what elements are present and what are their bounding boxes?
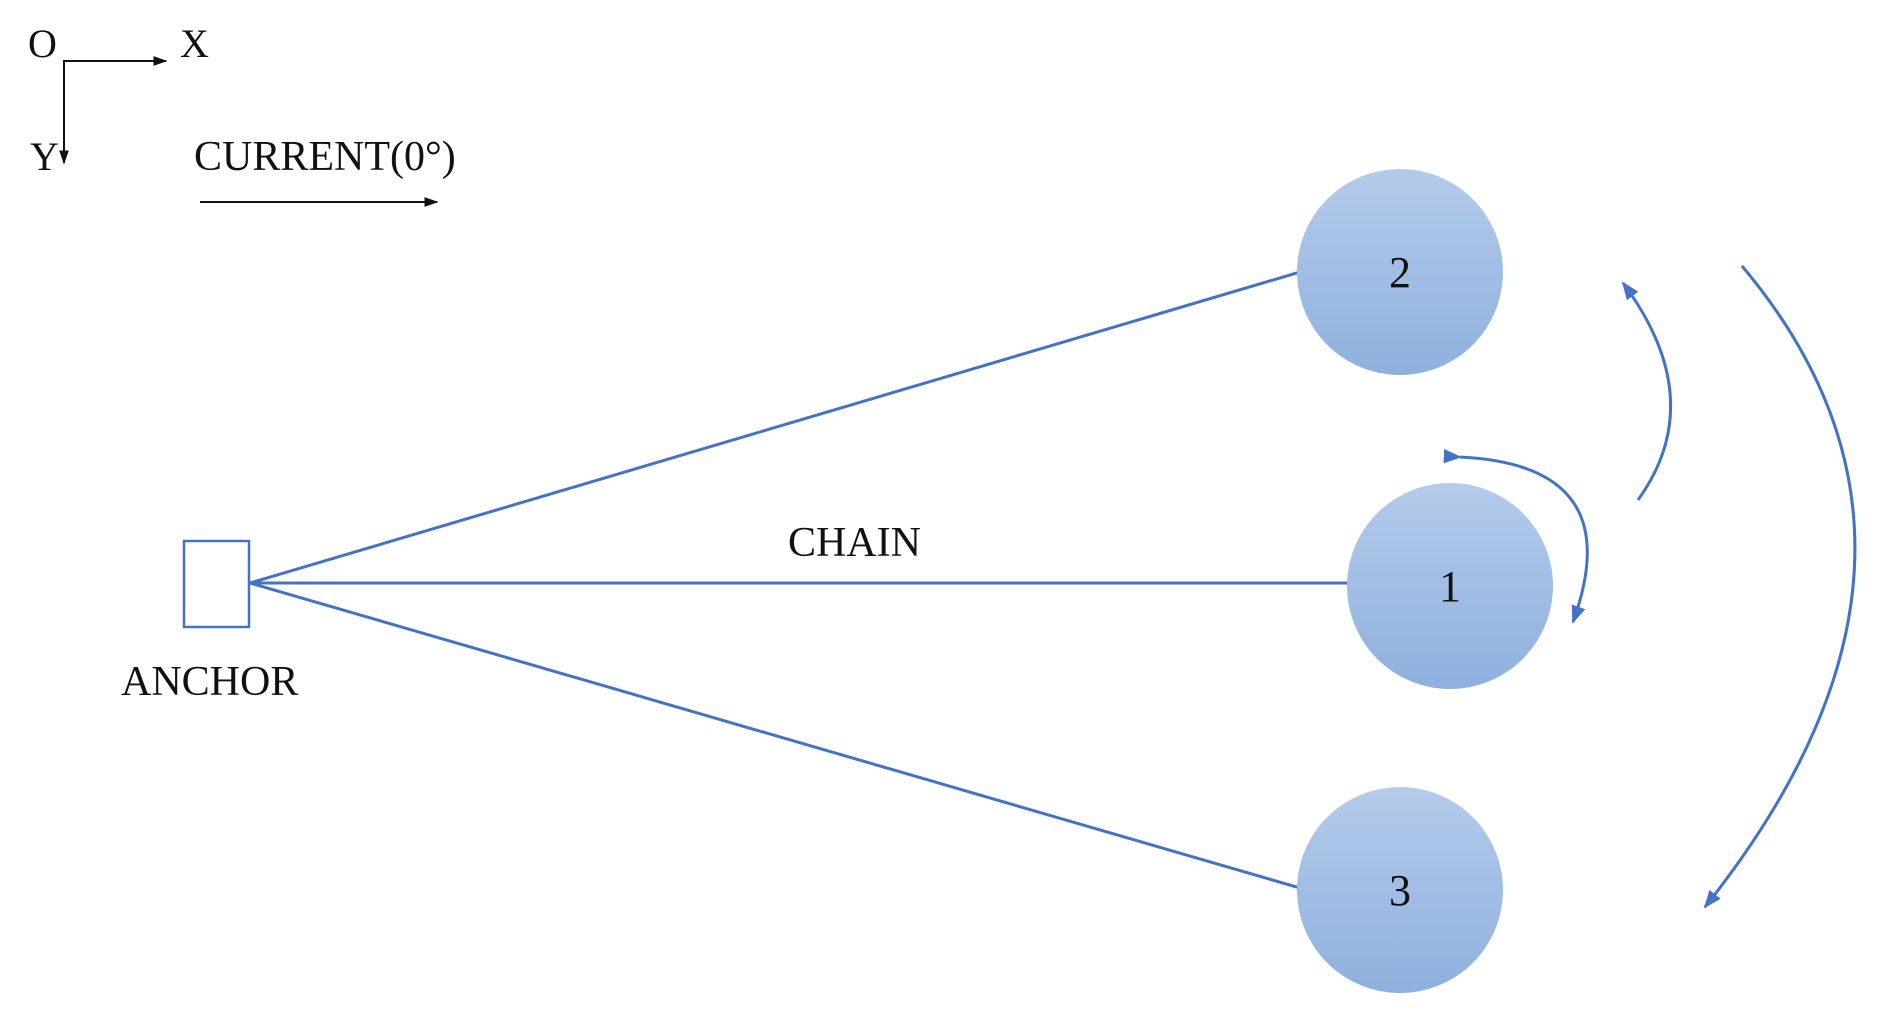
buoy-1-label: 1 [1439, 562, 1461, 611]
chain-line-2 [249, 270, 1301, 585]
buoy-2-label: 2 [1389, 248, 1411, 297]
buoy-3-label: 3 [1389, 866, 1411, 915]
chains: CHAIN [249, 270, 1350, 890]
buoy-3: 3 [1297, 787, 1503, 993]
coordinate-axes: O X Y [28, 21, 209, 179]
y-axis-label: Y [30, 134, 59, 179]
anchor-label: ANCHOR [121, 659, 298, 705]
buoy-2: 2 [1297, 169, 1503, 375]
buoy-1: 1 [1347, 483, 1553, 689]
large-rotation-arrow [1703, 265, 1857, 909]
current-label: CURRENT(0°) [194, 134, 456, 180]
buoy-1-circle [1347, 483, 1553, 689]
small-rotation-arrow-up [1621, 281, 1673, 501]
chain-label: CHAIN [788, 520, 921, 566]
origin-label: O [28, 21, 57, 66]
buoy-2-circle [1297, 169, 1503, 375]
buoy-3-circle [1297, 787, 1503, 993]
x-axis-label: X [180, 21, 209, 66]
rotation-arrows [1443, 265, 1857, 909]
small-rotation-arrow-down [1443, 449, 1589, 624]
anchor-box [182, 539, 251, 629]
current-indicator: CURRENT(0°) [194, 134, 456, 207]
buoys: 2 1 3 [1297, 169, 1553, 993]
chain-line-3 [249, 581, 1301, 890]
anchor: ANCHOR [121, 539, 298, 705]
